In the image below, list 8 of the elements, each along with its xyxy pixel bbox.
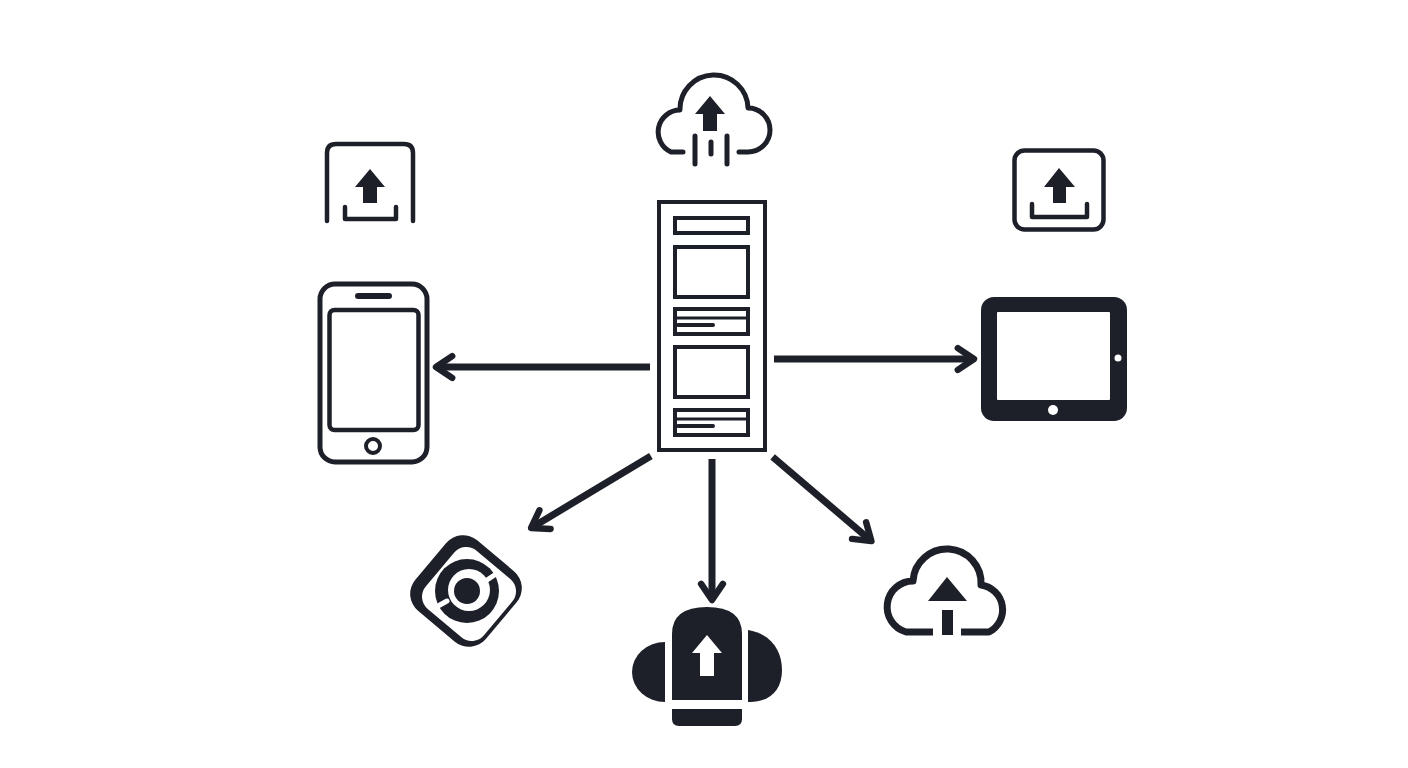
smartphone-icon <box>317 281 430 465</box>
arrow <box>770 454 875 545</box>
page-layout-icon <box>656 199 768 453</box>
cloud-upload-icon <box>630 606 784 728</box>
arrow <box>527 453 653 533</box>
upload-icon <box>1012 148 1106 232</box>
tablet-icon <box>980 296 1128 422</box>
upload-icon <box>324 141 416 223</box>
